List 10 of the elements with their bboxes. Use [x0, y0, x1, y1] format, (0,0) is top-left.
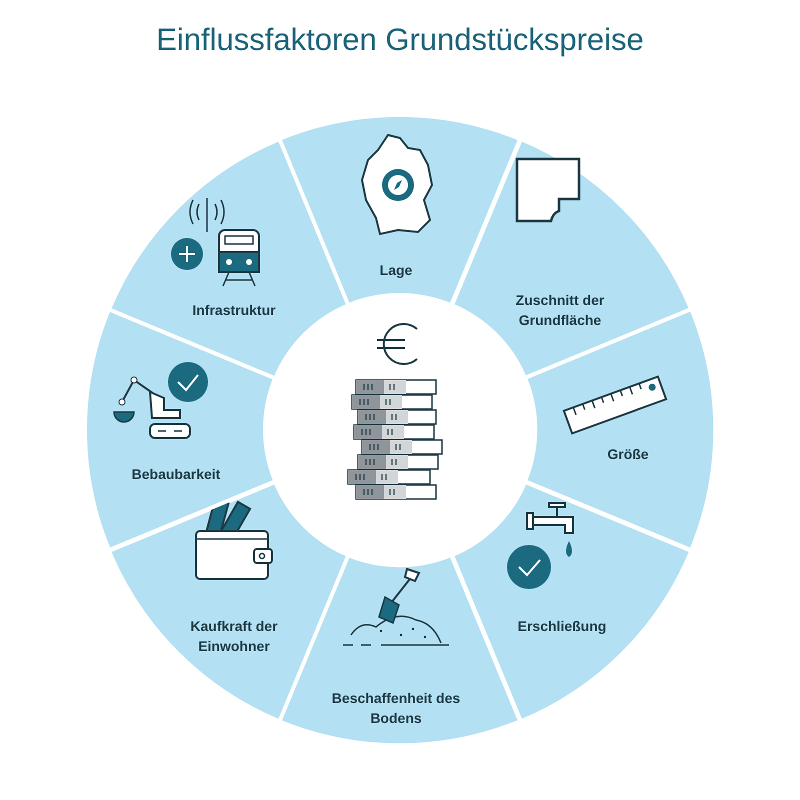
segment-label: Kaufkraft der Einwohner — [189, 616, 279, 656]
segment-label: Bebaubarkeit — [130, 464, 222, 484]
segment-label: Zuschnitt der Grundfläche — [514, 290, 606, 330]
wheel-segment — [108, 138, 348, 378]
title: Einflussfaktoren Grundstückspreise — [156, 22, 644, 58]
segment-label: Größe — [606, 444, 650, 464]
segment-label: Lage — [378, 261, 414, 280]
segment-label: Beschaffenheit des Bodens — [330, 688, 462, 728]
segment-label: Erschließung — [516, 616, 608, 636]
segment-label: Infrastruktur — [191, 300, 277, 320]
